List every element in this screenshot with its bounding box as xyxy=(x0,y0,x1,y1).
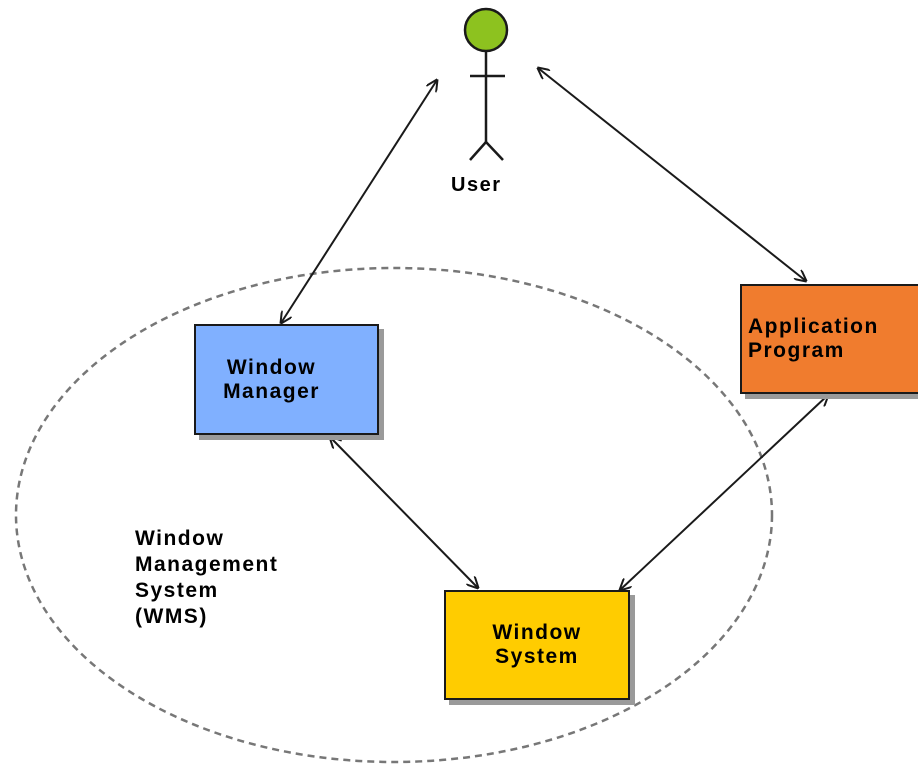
window-system-label-line1: Window xyxy=(492,621,582,644)
user-head xyxy=(463,7,509,53)
wms-label-line: Window xyxy=(135,527,225,550)
wms-label-line: System xyxy=(135,579,219,602)
window-system-label-line2: System xyxy=(495,645,579,668)
window-manager-box: Window Manager xyxy=(194,324,379,435)
wms-boundary-ellipse xyxy=(14,266,774,764)
arrow-user-window-manager xyxy=(281,80,437,323)
user-actor-icon xyxy=(463,7,509,161)
application-program-label-line1: Application xyxy=(748,315,879,338)
wms-label-line: Management xyxy=(135,553,279,576)
arrow-application-program-window-system xyxy=(620,395,828,590)
arrow-user-application-program xyxy=(538,68,806,281)
application-program-box: Application Program xyxy=(740,284,918,394)
wms-label: Window Management System (WMS) xyxy=(135,526,278,630)
window-manager-label-line2: Manager xyxy=(223,379,320,403)
window-manager-label-line1: Window xyxy=(226,355,317,379)
arrow-window-manager-window-system xyxy=(330,437,478,588)
application-program-label-line2: Program xyxy=(748,339,845,362)
wms-label-line: (WMS) xyxy=(135,605,208,628)
window-system-box: Window System xyxy=(444,590,630,700)
user-label: User xyxy=(451,174,502,196)
